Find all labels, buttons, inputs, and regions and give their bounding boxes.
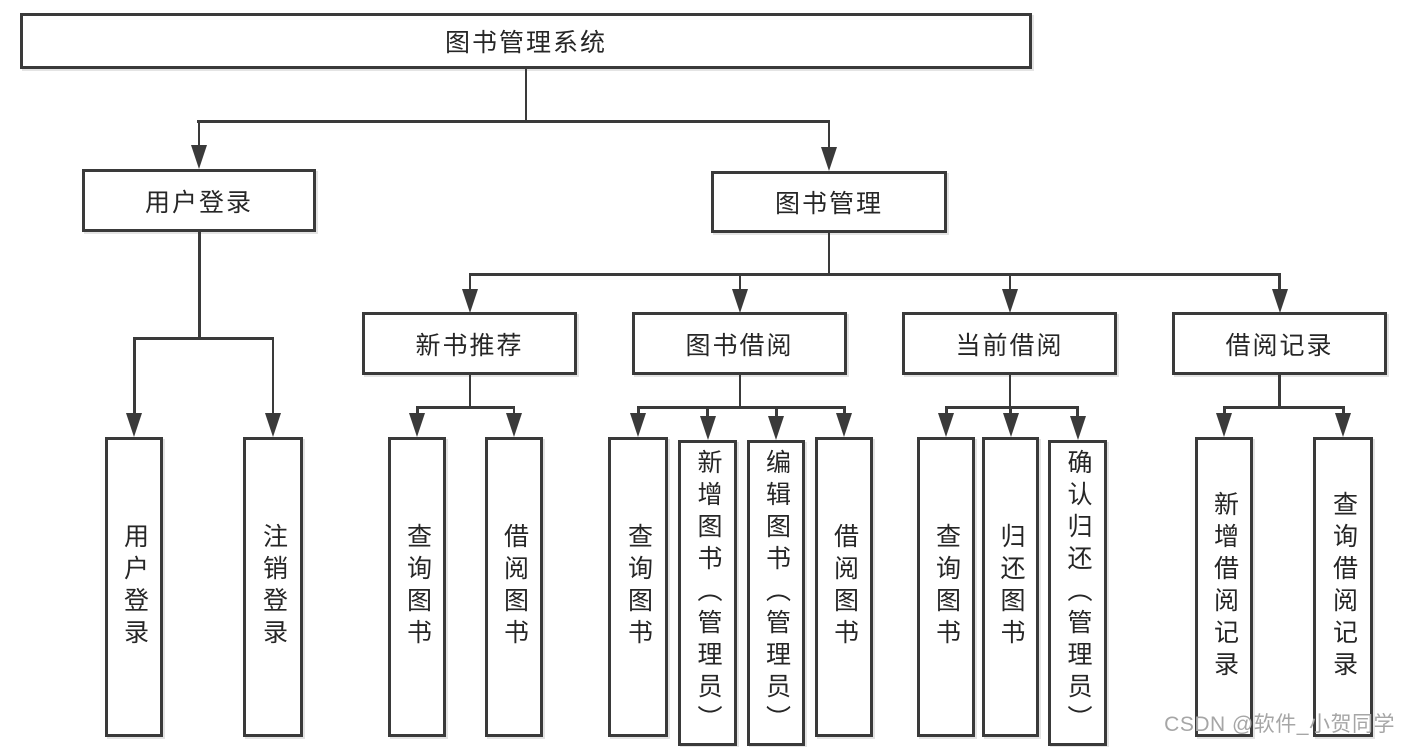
connector-vline [738,273,741,291]
connector-vline [271,337,274,415]
connector-vline [945,406,948,415]
node-book-borrowing: 图书借阅 [632,312,847,375]
connector-vline [133,337,136,415]
csdn-watermark: CSDN @软件_小贺同学 [1164,713,1395,736]
connector-vline [738,375,741,406]
leaf-borrow-books-new: 借阅图书 [485,437,543,737]
connector-hline [945,406,1078,409]
connector-vline [468,375,471,406]
connector-vline [1278,273,1281,291]
arrowhead-down-icon [1335,413,1351,437]
connector-vline [1009,406,1012,415]
leaf-return-books: 归还图书 [982,437,1039,737]
connector-vline [1342,406,1345,415]
node-current-borrowing: 当前借阅 [902,312,1117,375]
node-label: 新书推荐 [415,331,524,360]
leaf-label: 归还图书 [997,523,1025,651]
leaf-query-borrow-record: 查询借阅记录 [1313,437,1373,737]
node-label: 当前借阅 [955,331,1064,360]
arrowhead-down-icon [1216,413,1232,437]
connector-vline [827,120,830,149]
arrowhead-down-icon [265,413,281,437]
connector-vline [843,406,846,415]
connector-hline [133,337,274,340]
connector-hline [416,406,515,409]
connector-vline [706,406,709,418]
leaf-add-books-admin: 新增图书（管理员） [678,440,737,746]
arrowhead-down-icon [836,413,852,437]
arrowhead-down-icon [630,413,646,437]
node-borrowing-records: 借阅记录 [1172,312,1387,375]
leaf-label: 编辑图书（管理员） [762,449,791,737]
arrowhead-down-icon [191,145,207,169]
connector-vline [827,233,830,273]
connector-vline [1223,406,1226,415]
connector-vline [416,406,419,415]
node-user-login: 用户登录 [82,169,316,232]
arrowhead-down-icon [699,416,716,440]
leaf-query-books-current: 查询图书 [917,437,975,737]
connector-vline [775,406,778,418]
connector-vline [637,406,640,415]
connector-vline [198,232,201,337]
connector-vline [524,69,527,120]
arrowhead-down-icon [1002,413,1019,437]
leaf-label: 查询图书 [403,523,432,651]
leaf-confirm-return-admin: 确认归还（管理员） [1048,440,1107,746]
leaf-label: 查询借阅记录 [1329,491,1358,683]
node-book-management: 图书管理 [711,171,947,233]
leaf-label: 注销登录 [259,523,288,651]
arrowhead-down-icon [1069,416,1086,440]
connector-vline [1076,406,1079,418]
node-library-system: 图书管理系统 [20,13,1032,69]
connector-vline [1008,273,1011,291]
arrowhead-down-icon [732,289,748,313]
arrowhead-down-icon [126,413,142,437]
leaf-query-books-new: 查询图书 [388,437,446,737]
arrowhead-down-icon [821,147,837,171]
arrowhead-down-icon [768,416,784,440]
node-label: 用户登录 [144,188,253,217]
leaf-logout: 注销登录 [243,437,303,737]
node-new-book-recommendation: 新书推荐 [362,312,577,375]
leaf-label: 用户登录 [120,523,149,651]
arrowhead-down-icon [1271,289,1288,313]
leaf-label: 新增图书（管理员） [694,449,722,737]
node-label: 图书管理系统 [444,29,607,57]
connector-vline [468,273,471,291]
leaf-label: 新增借阅记录 [1210,491,1239,683]
connector-hline [469,273,1280,276]
leaf-query-books-borrow: 查询图书 [608,437,668,737]
node-label: 借阅记录 [1225,331,1334,360]
node-label: 图书借阅 [685,331,794,360]
connector-hline [197,120,830,123]
leaf-borrow-books-borrow: 借阅图书 [815,437,873,737]
leaf-label: 借阅图书 [830,523,859,651]
leaf-label: 查询图书 [624,523,653,651]
connector-vline [1278,375,1281,406]
leaf-label: 确认归还（管理员） [1064,449,1092,737]
leaf-edit-books-admin: 编辑图书（管理员） [747,440,805,746]
connector-hline [1223,406,1344,409]
connector-vline [197,120,200,147]
arrowhead-down-icon [506,413,522,437]
connector-hline [637,406,845,409]
arrowhead-down-icon [409,413,425,437]
leaf-add-borrow-record: 新增借阅记录 [1195,437,1253,737]
connector-vline [1008,375,1011,406]
leaf-label: 借阅图书 [500,523,529,651]
arrowhead-down-icon [938,413,954,437]
leaf-user-login: 用户登录 [105,437,163,737]
arrowhead-down-icon [1002,289,1018,313]
leaf-label: 查询图书 [932,523,961,651]
arrowhead-down-icon [462,289,478,313]
connector-vline [512,406,515,415]
node-label: 图书管理 [774,190,883,218]
